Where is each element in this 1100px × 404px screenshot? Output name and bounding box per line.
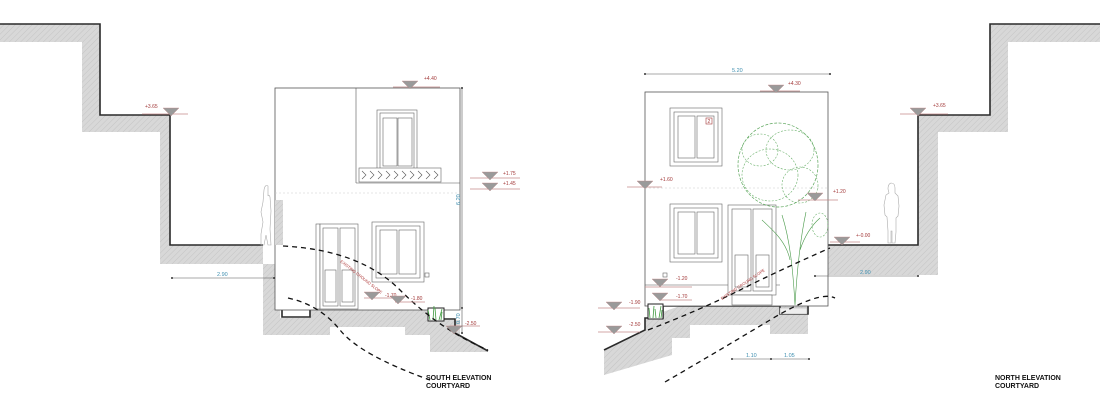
svg-text:+1.45: +1.45 [503, 181, 516, 187]
north-dim-bays: 1.10 1.05 [731, 353, 810, 360]
svg-text:2.90: 2.90 [217, 272, 228, 278]
north-level-courtyard: -1.90 [598, 300, 641, 311]
svg-text:2.90: 2.90 [860, 270, 871, 276]
north-level-floor1: +1.60 [627, 177, 673, 190]
north-elevation: 2 [598, 23, 1100, 390]
svg-text:+1.60: +1.60 [660, 177, 673, 183]
south-dim-plinth: 0.70 [456, 308, 463, 334]
north-lower-window [662, 203, 723, 278]
north-level-window-sill: -1.20 [645, 276, 692, 288]
south-title-line2: COURTYARD [426, 383, 470, 390]
svg-text:5.20: 5.20 [732, 68, 743, 74]
svg-text:+-0.00: +-0.00 [856, 233, 871, 239]
north-dim-setback: 2.90 [814, 270, 919, 277]
south-door [315, 223, 359, 310]
north-level-door-sill: -1.70 [651, 292, 692, 302]
south-level-base: -2.50 [445, 321, 480, 335]
south-foundation [263, 264, 488, 352]
svg-text:+1.20: +1.20 [833, 189, 846, 195]
south-level-balcony-top: +1.75 [470, 171, 520, 181]
svg-text:-1.70: -1.70 [676, 294, 688, 300]
north-level-street: +-0.00 [830, 233, 871, 246]
north-level-base: -2.50 [598, 322, 641, 335]
north-person-figure [883, 182, 900, 244]
north-dim-width: 5.20 [644, 68, 831, 75]
south-dim-setback: 2.90 [171, 272, 275, 279]
south-slope-line-upper [282, 245, 489, 351]
south-planter [427, 305, 445, 322]
north-level-planter-top: +1.20 [798, 189, 846, 202]
south-level-balcony-bottom: +1.45 [470, 181, 520, 192]
north-terrain-edge [807, 23, 1100, 255]
svg-text:-2.50: -2.50 [465, 321, 477, 327]
svg-text:1.10: 1.10 [746, 353, 757, 359]
south-terrain-wall [0, 24, 263, 264]
north-level-roof: +4.30 [760, 81, 801, 94]
south-lower-window [371, 221, 430, 283]
svg-text:+4.40: +4.40 [424, 76, 437, 82]
south-facade [274, 87, 461, 311]
north-title-line2: COURTYARD [995, 383, 1039, 390]
south-level-courtyard: -1.80 [389, 295, 425, 305]
svg-text:1.05: 1.05 [784, 353, 795, 359]
south-elevation: EXISTING GROUND SLOPE +3.65 +4.40 +1.75 … [0, 23, 520, 390]
north-window-tag: 2 [708, 119, 711, 125]
south-upper-window [376, 109, 418, 171]
south-level-roof: +4.40 [393, 76, 440, 90]
svg-text:+3.65: +3.65 [933, 103, 946, 109]
svg-text:-2.50: -2.50 [629, 322, 641, 328]
svg-text:0.70: 0.70 [456, 313, 462, 324]
north-tree [737, 122, 829, 315]
svg-text:-1.20: -1.20 [676, 276, 688, 282]
svg-text:+1.75: +1.75 [503, 171, 516, 177]
svg-text:+3.65: +3.65 [145, 104, 158, 110]
south-level-terrace: +3.65 [142, 104, 188, 117]
svg-text:6.20: 6.20 [456, 194, 462, 205]
south-slope-line-lower [287, 297, 431, 381]
north-level-terrace: +3.65 [900, 103, 948, 117]
svg-text:-1.90: -1.90 [629, 300, 641, 306]
south-balcony-railing [358, 167, 442, 183]
north-upper-window: 2 [669, 107, 723, 167]
north-title-line1: NORTH ELEVATION [995, 375, 1061, 382]
south-title-line1: SOUTH ELEVATION [426, 375, 491, 382]
north-planter [647, 303, 664, 320]
svg-text:-1.80: -1.80 [411, 296, 423, 302]
south-person-figure [260, 185, 272, 246]
north-slope-line-upper [647, 247, 831, 331]
south-terrain-edge [0, 23, 263, 246]
north-terrain-wall [808, 24, 1100, 275]
north-door [727, 204, 777, 306]
svg-text:+4.30: +4.30 [788, 81, 801, 87]
